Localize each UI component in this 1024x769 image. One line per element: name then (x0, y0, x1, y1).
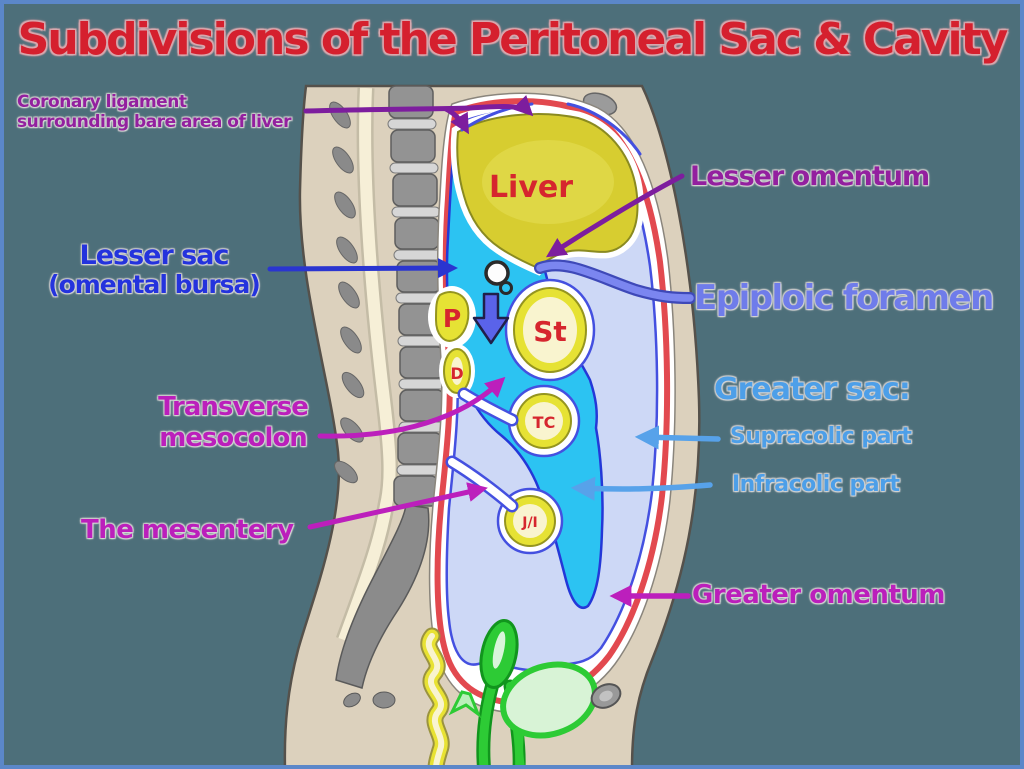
label-epiploic-foramen: Epiploic foramen (694, 278, 994, 318)
transverse-mesocolon-arrow (317, 376, 506, 439)
coronary-ligament-arrow-branch (443, 106, 469, 135)
lesser-sac-line1: Lesser sac (79, 240, 230, 271)
pubic-bone (590, 683, 622, 709)
duodenum-label: D (450, 364, 463, 383)
transverse-colon-label: TC (533, 413, 556, 432)
coronary-ligament-line2: surrounding bare area of liver (17, 112, 291, 133)
liver-label: Liver (489, 170, 573, 205)
flow-pin-icon (484, 260, 513, 295)
anatomy-figure: Liver St P D TC J/I (267, 84, 721, 765)
label-mesentery: The mesentery (81, 515, 294, 545)
transverse-colon-shape: TC (507, 384, 581, 458)
pancreas-label: P (443, 304, 461, 333)
pancreas-shape: P (428, 286, 476, 348)
flow-arrow-icon (472, 292, 510, 345)
label-transverse-mesocolon: Transverse mesocolon (144, 392, 322, 454)
duodenum-shape: D (439, 344, 475, 398)
sacrum (335, 504, 430, 689)
label-lesser-omentum: Lesser omentum (690, 161, 930, 192)
lesser-sac-arrow (267, 258, 458, 279)
bladder-shape (500, 661, 598, 765)
diagram-title: Subdivisions of the Peritoneal Sac & Cav… (17, 14, 1009, 65)
coronary-ligament-arrow (303, 95, 534, 117)
transverse-mesocolon-line1: Transverse (158, 392, 309, 422)
label-coronary-ligament: Coronary ligament surrounding bare area … (17, 92, 291, 133)
supracolic-arrow (634, 425, 721, 450)
label-supracolic-part: Supracolic part (730, 424, 912, 449)
jejunum-ileum-label: J/I (521, 515, 538, 531)
transverse-mesocolon-line2: mesocolon (159, 423, 308, 454)
label-greater-omentum: Greater omentum (692, 580, 945, 610)
coronary-ligament-line1: Coronary ligament (17, 92, 187, 112)
epiploic-foramen-line (534, 259, 696, 304)
mesentery-arrow (307, 482, 488, 530)
label-infracolic-part: Infracolic part (732, 472, 900, 497)
stomach-label: St (533, 315, 567, 348)
lesser-omentum-arrow (545, 173, 685, 258)
label-lesser-sac: Lesser sac (omental bursa) (32, 240, 276, 300)
infracolic-arrow (570, 476, 713, 501)
transverse-mesocolon-band (457, 387, 519, 427)
lesser-sac-line2: (omental bursa) (48, 270, 261, 300)
stomach-shape: St (504, 278, 596, 382)
label-greater-sac: Greater sac: (714, 372, 911, 407)
rectum-shape (420, 627, 450, 765)
